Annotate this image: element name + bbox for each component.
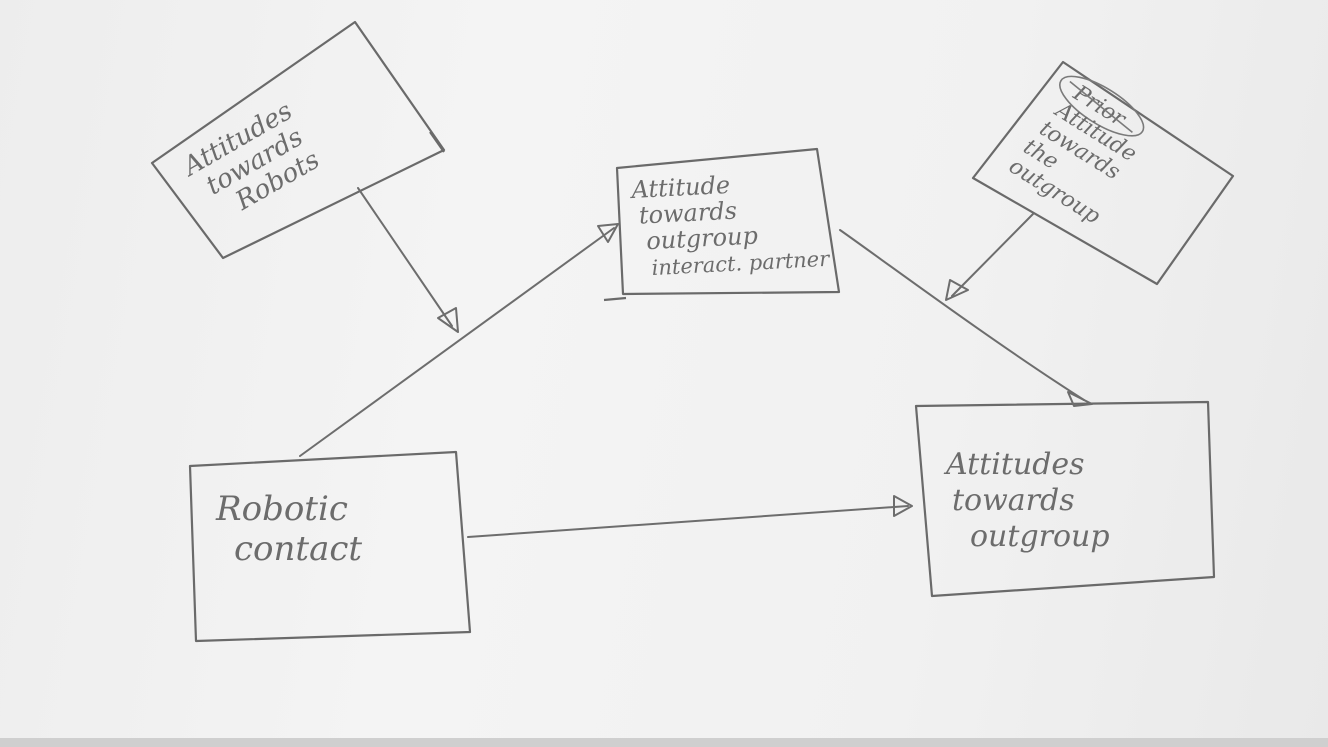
node-attitudes-robots-box xyxy=(150,20,446,260)
node-attitudes-outgroup-line-2: towards xyxy=(952,483,1075,518)
node-attitude-partner-box-stub xyxy=(603,296,627,302)
node-attitude-partner[interactable]: Attitude towards outgroup interact. part… xyxy=(603,147,841,302)
edge-partner-to-outgroup xyxy=(839,229,1093,407)
crossed-out-line xyxy=(1069,80,1133,134)
node-prior-attitude-box xyxy=(971,60,1235,286)
node-prior-attitude[interactable]: Prior Attitude towards the outgroup xyxy=(971,60,1235,286)
node-attitudes-outgroup-line-1: Attitudes xyxy=(943,447,1085,482)
edge-partner-to-outgroup-line xyxy=(839,229,1085,401)
node-robotic-contact-line-2: contact xyxy=(234,529,362,569)
node-robotic-contact-line-1: Robotic xyxy=(215,489,348,529)
edge-contact-to-partner xyxy=(299,223,619,457)
bottom-strip xyxy=(0,738,1328,747)
edge-robots-to-contact-line xyxy=(357,187,453,327)
edge-contact-to-outgroup xyxy=(467,495,913,538)
edge-contact-to-partner-arrowhead xyxy=(597,223,619,243)
node-attitude-partner-line-2: towards xyxy=(638,197,737,230)
node-attitudes-outgroup[interactable]: Attitudes towards outgroup xyxy=(914,400,1216,598)
node-robotic-contact-box xyxy=(188,450,472,643)
node-attitude-partner-box xyxy=(615,147,841,296)
edge-contact-to-partner-line xyxy=(299,227,615,457)
crossed-out-scribble xyxy=(1059,75,1145,137)
edge-contact-to-outgroup-arrowhead xyxy=(893,495,913,517)
node-attitude-partner-line-1: Attitude xyxy=(629,171,731,204)
edge-prior-to-path-line xyxy=(951,213,1034,297)
node-attitudes-outgroup-box xyxy=(914,400,1216,598)
node-attitudes-outgroup-line-3: outgroup xyxy=(970,519,1110,554)
edge-robots-to-contact xyxy=(357,187,459,333)
node-robotic-contact[interactable]: Robotic contact xyxy=(188,450,472,643)
edge-contact-to-outgroup-line xyxy=(467,505,909,538)
edge-prior-to-path-arrowhead xyxy=(945,279,969,301)
node-attitudes-robots[interactable]: Attitudes towards Robots xyxy=(150,20,446,260)
edge-prior-to-path xyxy=(945,213,1034,301)
edge-robots-to-contact-arrowhead xyxy=(437,307,459,333)
node-attitudes-robots-box-stub xyxy=(429,131,445,153)
node-attitude-partner-line-3: outgroup xyxy=(646,221,759,255)
edge-partner-to-outgroup-arrowhead xyxy=(1067,391,1093,407)
